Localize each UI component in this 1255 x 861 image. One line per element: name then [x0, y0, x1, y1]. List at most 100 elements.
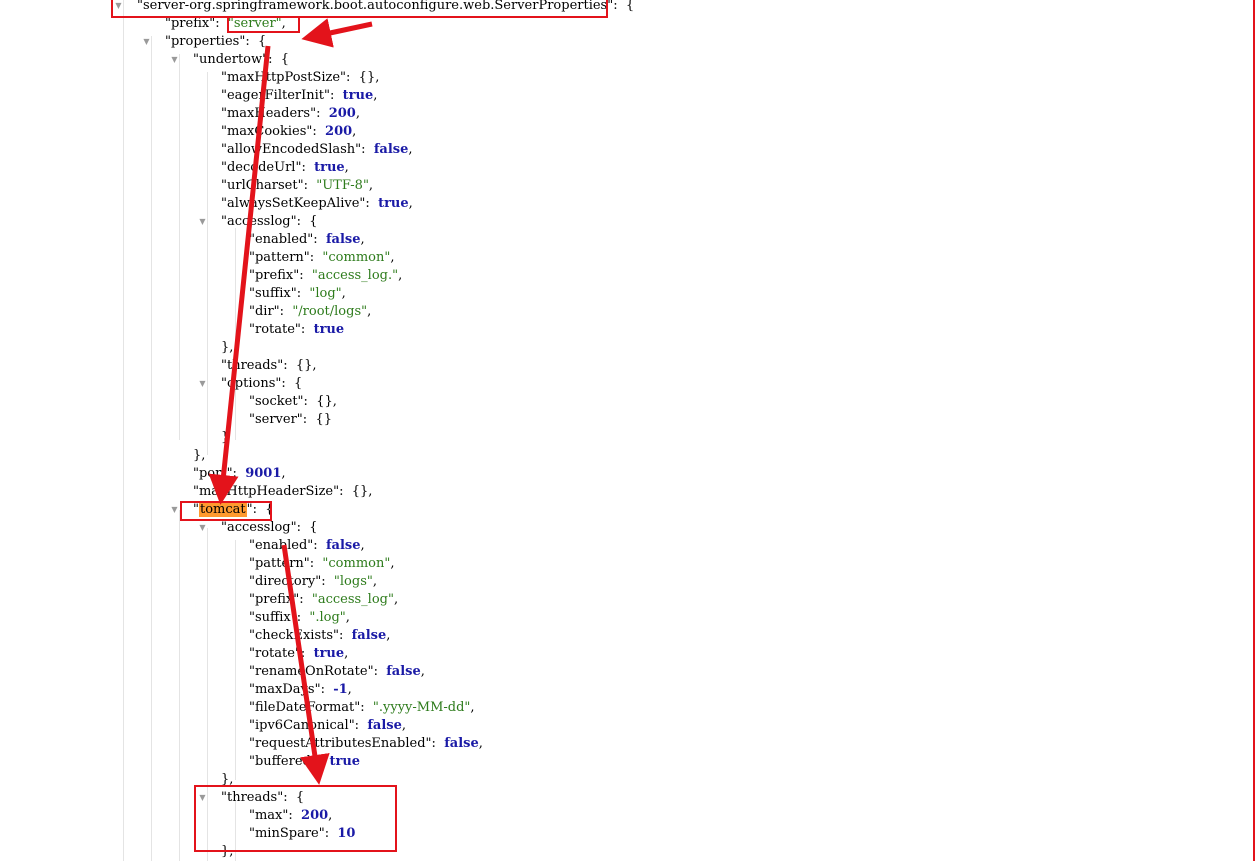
indent-guide	[123, 0, 124, 861]
triangle-down-icon[interactable]: ▼	[199, 379, 206, 388]
json-punct: :	[232, 466, 246, 481]
json-key: "threads"	[221, 790, 284, 805]
json-punct: ,	[420, 664, 425, 679]
json-punct: : {	[613, 0, 635, 13]
json-punct: ,	[408, 142, 413, 157]
json-line: "pattern": "common",	[249, 555, 394, 573]
json-key: "maxCookies"	[221, 124, 313, 139]
json-punct: : {},	[346, 70, 380, 85]
json-punct: ,	[390, 556, 395, 571]
json-punct: :	[309, 556, 323, 571]
json-value: false	[351, 628, 387, 643]
json-key: "enabled"	[249, 538, 314, 553]
json-punct: :	[303, 178, 317, 193]
json-key: "rotate"	[249, 322, 301, 337]
json-key: "suffix"	[249, 610, 297, 625]
triangle-down-icon[interactable]: ▼	[115, 1, 122, 10]
json-punct: :	[300, 646, 314, 661]
json-line: "suffix": "log",	[249, 285, 346, 303]
json-value: true	[329, 754, 361, 769]
json-key: "directory"	[249, 574, 322, 589]
json-value: false	[373, 142, 409, 157]
json-line: "rotate": true	[249, 321, 344, 339]
json-value: "access_log"	[311, 592, 394, 607]
json-line: "requestAttributesEnabled": false,	[249, 735, 483, 753]
json-punct: : {	[281, 376, 303, 391]
indent-guide	[235, 228, 236, 345]
json-line: "prefix": "access_log.",	[249, 267, 402, 285]
json-key: "checkExists"	[249, 628, 340, 643]
json-punct: ,	[344, 160, 349, 175]
json-key: "accesslog"	[221, 520, 297, 535]
json-line: "server": {}	[249, 411, 332, 429]
json-line: "rotate": true,	[249, 645, 348, 663]
json-line: "urlCharset": "UTF-8",	[221, 177, 373, 195]
json-punct: ,	[373, 88, 378, 103]
json-key: "rotate"	[249, 646, 301, 661]
json-value: false	[386, 664, 421, 679]
annotation-box-threads	[194, 785, 397, 852]
json-punct: : {}	[302, 412, 332, 427]
json-value: "log"	[309, 286, 342, 301]
json-line: "accesslog": {	[221, 213, 318, 231]
json-value: "/root/logs"	[292, 304, 368, 319]
arrow-to-prefix	[301, 18, 373, 48]
json-punct: ,	[367, 304, 372, 319]
json-punct: ,	[478, 736, 483, 751]
json-key: "options"	[221, 376, 282, 391]
json-line: "max": 200,	[249, 807, 332, 825]
json-punct: },	[221, 340, 234, 355]
json-punct: :	[279, 304, 293, 319]
triangle-down-icon[interactable]: ▼	[143, 37, 150, 46]
json-punct: :	[431, 736, 445, 751]
json-value: 200	[328, 106, 356, 121]
json-line: "threads": {	[221, 789, 304, 807]
json-punct: ,	[408, 196, 413, 211]
json-line: "maxHttpHeaderSize": {},	[193, 483, 372, 501]
json-key: "dir"	[249, 304, 280, 319]
json-key: "alwaysSetKeepAlive"	[221, 196, 366, 211]
json-key: "accesslog"	[221, 214, 297, 229]
json-key: "prefix"	[249, 592, 300, 607]
json-line: "alwaysSetKeepAlive": true,	[221, 195, 413, 213]
json-value: "UTF-8"	[316, 178, 369, 193]
json-line: "accesslog": {	[221, 519, 318, 537]
json-punct: :	[215, 16, 228, 31]
indent-guide	[207, 528, 208, 861]
json-line: "maxDays": -1,	[249, 681, 352, 699]
json-line: "fileDateFormat": ".yyyy-MM-dd",	[249, 699, 475, 717]
json-punct: ,	[281, 466, 286, 481]
json-punct: ,	[398, 268, 403, 283]
triangle-down-icon[interactable]: ▼	[199, 217, 206, 226]
json-line: "pattern": "common",	[249, 249, 394, 267]
triangle-down-icon[interactable]: ▼	[171, 55, 178, 64]
triangle-down-icon[interactable]: ▼	[199, 793, 206, 802]
json-line: "enabled": false,	[249, 537, 365, 555]
json-key: "urlCharset"	[221, 178, 304, 193]
json-value: false	[325, 538, 361, 553]
json-punct: :	[296, 286, 310, 301]
json-value: "logs"	[333, 574, 373, 589]
indent-guide	[151, 36, 152, 861]
triangle-down-icon[interactable]: ▼	[199, 523, 206, 532]
indent-guide	[179, 510, 180, 861]
json-value: 10	[337, 826, 356, 841]
json-punct: ,	[341, 286, 346, 301]
json-value: "common"	[322, 250, 391, 265]
json-value: ".yyyy-MM-dd"	[372, 700, 471, 715]
json-value: true	[342, 88, 374, 103]
json-key: "pattern"	[249, 556, 310, 571]
json-value: -1	[333, 682, 348, 697]
triangle-down-icon[interactable]: ▼	[171, 505, 178, 514]
json-line: "properties": {	[165, 33, 266, 51]
json-value: false	[444, 736, 479, 751]
json-line: "buffered": true	[249, 753, 360, 771]
json-punct: : {	[268, 52, 290, 67]
json-value: false	[325, 232, 361, 247]
json-punct: ,	[386, 628, 391, 643]
json-line: "maxHeaders": 200,	[221, 105, 360, 123]
json-key: "renameOnRotate"	[249, 664, 374, 679]
indent-guide	[235, 800, 236, 861]
